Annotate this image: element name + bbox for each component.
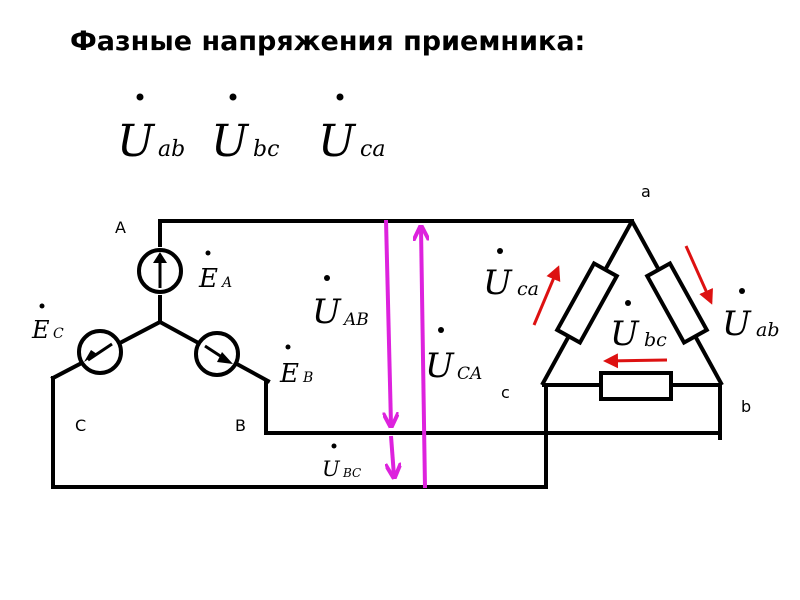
svg-text:U: U	[318, 116, 357, 167]
svg-text:AB: AB	[342, 310, 369, 330]
header-symbol-ubc: U bc	[211, 93, 279, 167]
load-node-label-c: c	[501, 383, 510, 402]
svg-text:U: U	[117, 116, 156, 167]
header-symbol-uab: U ab	[117, 93, 185, 167]
line-voltage-arrows	[386, 219, 425, 489]
emf-label-c: E C	[31, 303, 64, 344]
svg-text:U: U	[211, 116, 250, 167]
emf-label-b: E В	[279, 344, 313, 389]
svg-text:ca: ca	[517, 278, 539, 300]
header-symbol-uca: U ca	[318, 93, 385, 167]
svg-text:U: U	[722, 304, 752, 344]
svg-text:U: U	[483, 263, 513, 303]
svg-text:U: U	[425, 346, 455, 386]
svg-text:E: E	[31, 316, 50, 344]
svg-text:U: U	[322, 457, 341, 481]
svg-text:U: U	[610, 314, 640, 354]
resistor-bc	[599, 371, 673, 401]
node-label-c: C	[75, 416, 86, 435]
line-voltage-label-uab: U AB	[312, 275, 369, 332]
emf-source-b	[194, 331, 240, 377]
node-label-b: B	[235, 416, 246, 435]
phase-voltage-label-ubc: U bc	[610, 300, 667, 354]
resistor-ab	[644, 260, 710, 346]
svg-text:ca: ca	[360, 137, 385, 162]
page-title: Фазные напряжения приемника:	[70, 26, 586, 57]
svg-text:В: В	[302, 370, 313, 386]
svg-text:E: E	[279, 359, 299, 389]
svg-text:bc: bc	[644, 329, 667, 351]
node-label-a: A	[115, 218, 126, 237]
phase-voltage-label-uab: U ab	[722, 288, 780, 344]
line-voltage-label-uca: U CA	[425, 327, 482, 386]
svg-text:ab: ab	[756, 319, 780, 341]
svg-text:ab: ab	[158, 137, 185, 162]
svg-text:CA: CA	[457, 364, 482, 384]
line-voltage-label-ubc: U BC	[322, 443, 361, 481]
emf-source-a	[137, 248, 183, 294]
emf-source-c	[77, 329, 123, 375]
svg-text:C: C	[53, 326, 64, 342]
svg-text:E: E	[198, 264, 218, 294]
emf-label-a: E A	[198, 250, 232, 294]
load-node-label-b: b	[741, 397, 751, 416]
load-node-label-a: a	[641, 182, 651, 201]
svg-text:U: U	[312, 292, 342, 332]
phase-voltage-label-uca: U ca	[483, 248, 539, 303]
resistor-ca	[554, 260, 620, 346]
svg-text:bc: bc	[253, 137, 279, 162]
svg-text:A: A	[220, 275, 232, 291]
phase-voltage-arrows	[532, 245, 713, 369]
svg-text:BC: BC	[342, 466, 361, 480]
